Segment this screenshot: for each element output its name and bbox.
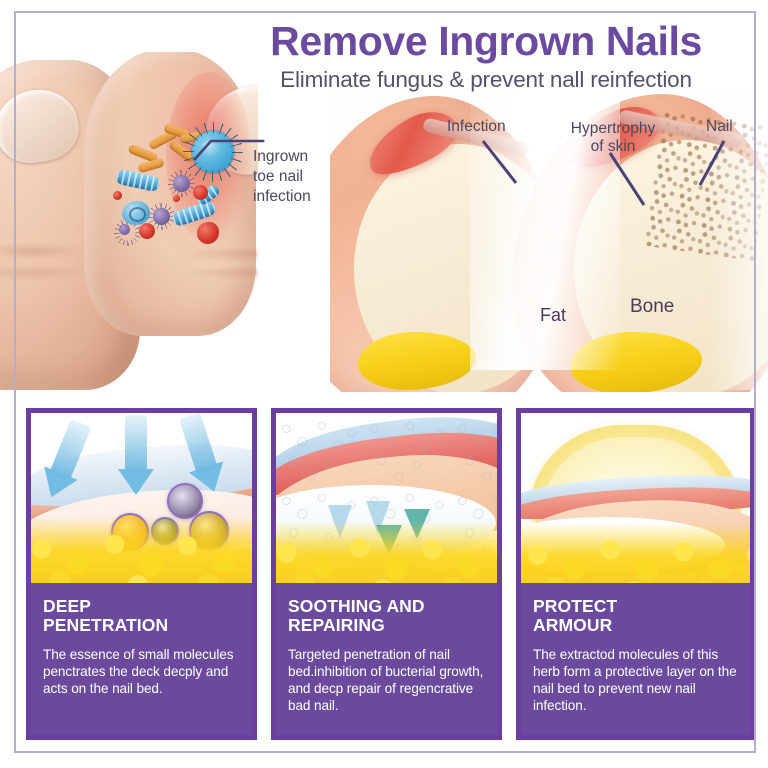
- card-body: The extractod molecules of this herb for…: [533, 646, 737, 714]
- card-body: Targeted penetration of nail bed.inhibit…: [288, 646, 484, 714]
- red-blood-cell-icon: [193, 185, 208, 200]
- card-title: DEEP PENETRATION: [43, 596, 169, 636]
- toe-crease: [0, 242, 86, 260]
- toe-crease: [180, 246, 258, 262]
- card-deep-penetration[interactable]: DEEP PENETRATION The essence of small mo…: [26, 408, 257, 740]
- virus-small-icon: [173, 175, 190, 192]
- infected-toe-illustration: [0, 52, 258, 392]
- card-protect-armour[interactable]: PROTECT ARMOUR The extractod molecules o…: [516, 408, 755, 740]
- card-text-block: PROTECT ARMOUR The extractod molecules o…: [521, 583, 750, 735]
- card-title: PROTECT ARMOUR: [533, 596, 618, 636]
- virus-small-icon: [119, 224, 130, 235]
- card-body: The essence of small molecules penctrate…: [43, 646, 234, 697]
- annotation-infection: Infection: [447, 118, 506, 135]
- fat-cell-layer: [521, 523, 750, 583]
- heading-block: Remove Ingrown Nails Eliminate fungus & …: [226, 18, 746, 93]
- card-illustration-deep-penetration: [31, 413, 252, 583]
- virus-small-icon: [153, 208, 170, 225]
- annotation-hypertrophy-of-skin: Hypertrophy of skin: [570, 120, 656, 155]
- card-text-block: SOOTHING AND REPAIRING Targeted penetrat…: [276, 583, 497, 735]
- big-toe-nail: [0, 84, 84, 168]
- page-subtitle: Eliminate fungus & prevent nall reinfect…: [280, 67, 692, 93]
- toe-crease: [0, 265, 90, 281]
- annotation-nail: Nail: [706, 118, 733, 135]
- red-blood-cell-icon: [173, 195, 180, 202]
- hero-section: Remove Ingrown Nails Eliminate fungus & …: [0, 0, 768, 392]
- toe-crease: [184, 266, 258, 280]
- toe-cross-section-illustration: [330, 60, 768, 392]
- callout-leader-icon: [193, 139, 265, 161]
- annotation-fat: Fat: [540, 305, 567, 325]
- card-soothing-and-repairing[interactable]: SOOTHING AND REPAIRING Targeted penetrat…: [271, 408, 502, 740]
- red-blood-cell-icon: [197, 222, 219, 244]
- red-blood-cell-icon: [139, 223, 155, 239]
- white-haze-overlay: [470, 70, 620, 370]
- molecule-bubble: [167, 483, 203, 519]
- white-haze-overlay: [708, 60, 768, 390]
- card-title: SOOTHING AND REPAIRING: [288, 596, 425, 636]
- fat-cell-layer: [31, 517, 252, 583]
- fat-cell-layer: [276, 521, 497, 583]
- virus-large-icon: [192, 131, 234, 173]
- benefit-cards-row: DEEP PENETRATION The essence of small mo…: [0, 400, 768, 752]
- callout-label: Ingrown toe nail infection: [253, 148, 311, 205]
- card-illustration-soothing-repairing: [276, 413, 497, 583]
- amoeba-icon: [122, 201, 150, 225]
- card-text-block: DEEP PENETRATION The essence of small mo…: [31, 583, 252, 735]
- card-illustration-protect-armour: [521, 413, 750, 583]
- annotation-bone: Bone: [630, 296, 675, 317]
- page-title: Remove Ingrown Nails: [270, 18, 702, 64]
- red-blood-cell-icon: [113, 191, 122, 200]
